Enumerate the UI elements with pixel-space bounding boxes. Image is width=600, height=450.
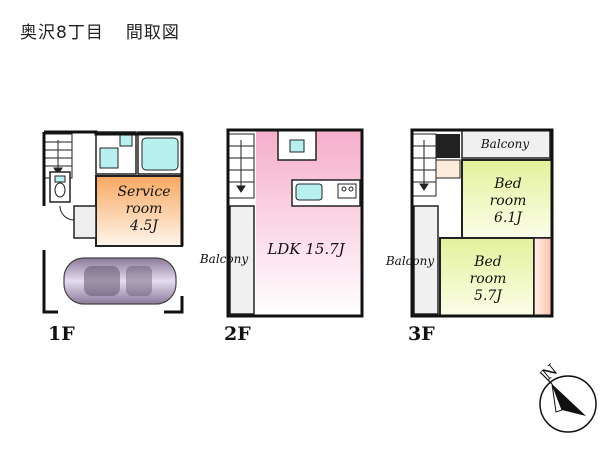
service-room-label-2: room bbox=[126, 201, 163, 217]
ldk-room bbox=[256, 130, 362, 316]
balcony-2f bbox=[229, 205, 255, 315]
balcony-3f-top bbox=[461, 129, 551, 159]
address-text: 奥沢8丁目 bbox=[20, 23, 104, 43]
balcony-3f-side-label: Balcony bbox=[385, 254, 434, 268]
kitchen-sink-icon bbox=[295, 183, 323, 201]
bedroom-1-label-1: Bed bbox=[493, 176, 522, 192]
bedroom-1-label-2: room bbox=[490, 193, 527, 209]
floor-label-3f: 3F bbox=[408, 323, 435, 345]
floor-3f bbox=[410, 128, 554, 318]
balcony-2f-label: Balcony bbox=[199, 252, 248, 266]
bathtub-icon bbox=[141, 137, 179, 171]
bedroom-2-label-1: Bed bbox=[473, 254, 502, 270]
floor-label-1f: 1F bbox=[48, 323, 75, 345]
balcony-3f-side bbox=[413, 205, 439, 315]
entrance-door-swing bbox=[59, 205, 75, 221]
service-room-1f bbox=[95, 175, 183, 247]
closet-3f bbox=[435, 159, 461, 179]
parking-outline bbox=[42, 250, 58, 314]
floor-plan-title: 奥沢8丁目 間取図 bbox=[20, 18, 180, 43]
floor-2f bbox=[226, 128, 364, 318]
doc-type-text: 間取図 bbox=[125, 23, 180, 43]
ldk-label: LDK 15.7J bbox=[266, 240, 345, 258]
floor-1f bbox=[42, 130, 184, 314]
bedroom-1-size: 6.1J bbox=[494, 210, 523, 226]
bedroom-2-label-2: room bbox=[470, 271, 507, 287]
floor-label-2f: 2F bbox=[224, 323, 251, 345]
stove-icon bbox=[337, 183, 357, 199]
bedroom-2-closet bbox=[533, 237, 553, 317]
shaft-3f bbox=[436, 134, 460, 158]
bedroom-2-size: 5.7J bbox=[474, 288, 503, 304]
bedroom-2 bbox=[439, 237, 535, 317]
sink-icon bbox=[99, 147, 119, 169]
toilet-1f bbox=[49, 171, 71, 203]
stairs-2f bbox=[227, 133, 255, 199]
washer-icon bbox=[119, 133, 133, 147]
toilet-2f bbox=[277, 129, 317, 161]
car-icon bbox=[63, 257, 177, 305]
entrance-1f bbox=[73, 205, 97, 239]
balcony-3f-top-label: Balcony bbox=[480, 137, 529, 151]
service-room-size: 4.5J bbox=[129, 218, 159, 234]
stairs-3f bbox=[411, 133, 437, 197]
compass-icon bbox=[539, 371, 597, 433]
service-room-label-1: Service bbox=[117, 184, 170, 200]
